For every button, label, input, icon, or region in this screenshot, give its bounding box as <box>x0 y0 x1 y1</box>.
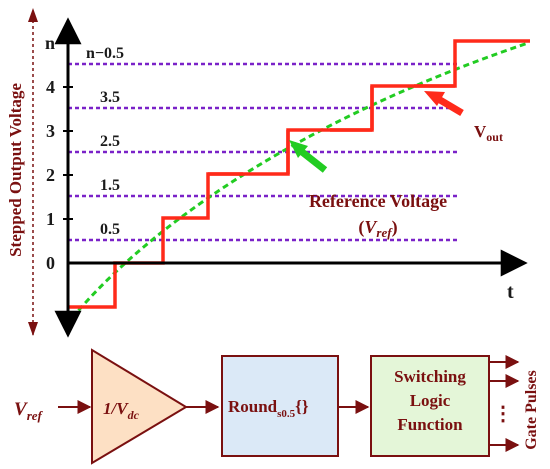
y-ticks <box>63 42 73 220</box>
y-title-arrow-up <box>28 8 38 22</box>
reference-voltage-symbol: (Vref) <box>358 217 397 240</box>
x-axis-label: t <box>507 281 514 303</box>
y-tick-label-1: 1 <box>46 209 55 229</box>
logic-label-line2: Logic <box>410 391 451 410</box>
reference-voltage-label: Reference Voltage <box>309 191 447 211</box>
gain-block <box>91 348 188 465</box>
logic-block <box>370 355 490 457</box>
y-tick-label-2: 2 <box>46 165 55 185</box>
half-level-lines <box>68 62 458 242</box>
half-level-label-2-5: 2.5 <box>100 133 120 150</box>
reference-voltage-curve <box>70 41 529 319</box>
y-tick-label-0: 0 <box>46 253 55 273</box>
y-tick-label-3: 3 <box>46 121 55 141</box>
y-tick-label-n: n <box>45 33 55 53</box>
half-level-label-n-0-5: n−0.5 <box>86 45 124 62</box>
vout-arrow-head <box>424 91 445 106</box>
round-block <box>221 355 339 457</box>
logic-label-line1: Switching <box>394 367 466 386</box>
reference-arrow-head <box>289 140 308 158</box>
y-title-arrow-down <box>28 322 38 336</box>
gain-label: 1/Vdc <box>103 399 140 422</box>
y-axis-title: Stepped Output Voltage <box>6 83 25 257</box>
gate-pulse-arrows <box>489 355 520 452</box>
vout-label: Vout <box>474 122 503 144</box>
stepped-output-voltage <box>68 39 530 309</box>
round-label: Rounds0.5{} <box>228 397 309 420</box>
half-level-label-3-5: 3.5 <box>100 89 120 106</box>
logic-label-line3: Function <box>397 415 463 434</box>
input-vref-label: Vref <box>14 399 44 423</box>
y-tick-label-4: 4 <box>46 77 55 97</box>
half-level-label-1-5: 1.5 <box>100 177 120 194</box>
gate-pulses-label: Gate Pulses <box>523 370 540 450</box>
output-ellipsis: ⋮ <box>493 403 513 425</box>
half-level-label-0-5: 0.5 <box>100 221 120 238</box>
